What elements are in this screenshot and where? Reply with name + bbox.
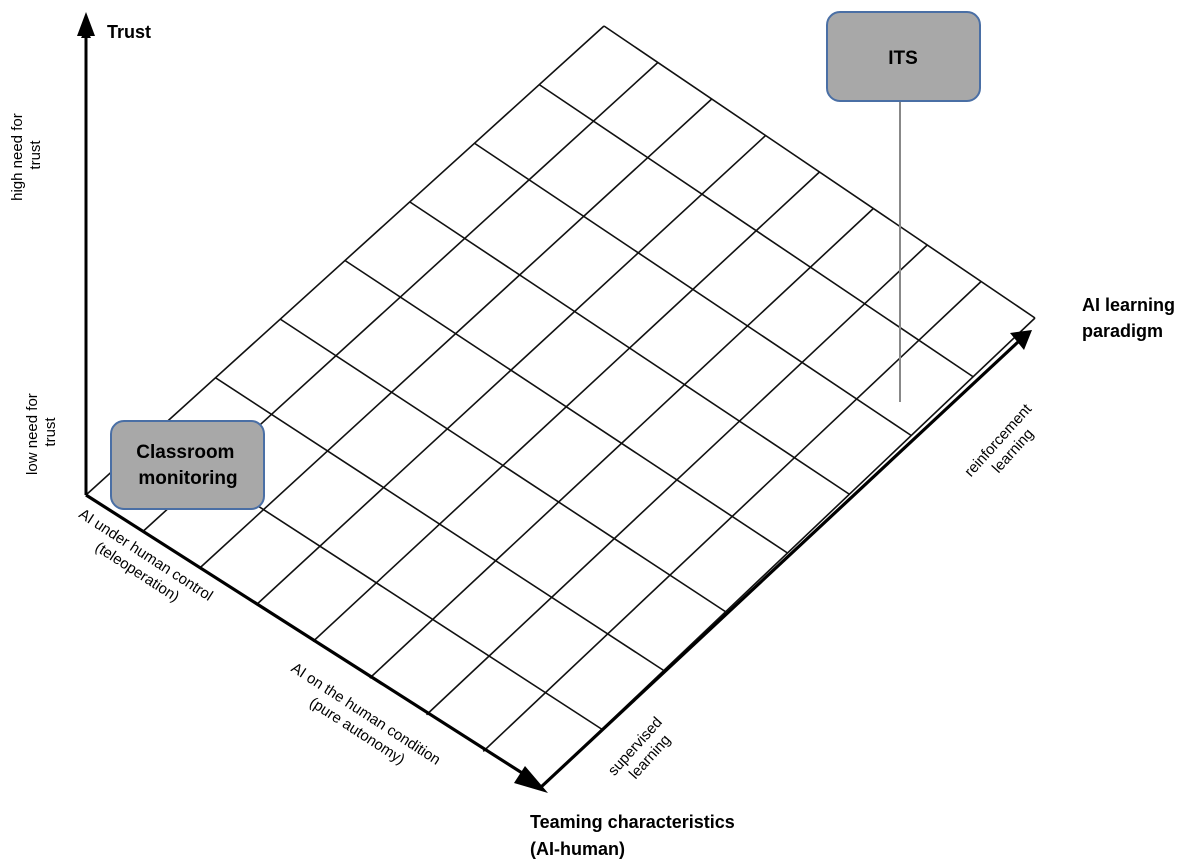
trust-high-label: high need for trust (9, 109, 44, 201)
supervised-learning-label: supervised learning (605, 711, 682, 791)
its-box (826, 11, 981, 102)
learning-axis-title: AI learning paradigm (1082, 295, 1180, 341)
its-label: ITS (888, 48, 918, 69)
classroom-monitoring-box (110, 420, 265, 510)
learning-axis-line (538, 340, 1020, 790)
grid-edge (85, 25, 605, 496)
grid-line-col (312, 171, 821, 643)
grid-plane (85, 25, 1036, 789)
trust-low-label: low need for trust (24, 389, 59, 475)
grid-line-col (425, 244, 928, 716)
grid-line-col (369, 207, 874, 679)
trust-axis-title: Trust (107, 22, 151, 42)
trust-axis-arrowhead (77, 12, 95, 36)
learning-axis-arrowhead (1010, 330, 1032, 350)
grid-line-col (482, 280, 982, 752)
grid-line-col (255, 134, 767, 606)
classroom-monitoring-label: Classroom monitoring (136, 442, 239, 489)
teaming-axis-title: Teaming characteristics (AI-human) (530, 812, 740, 859)
ai-pure-autonomy-label: AI on the human condition (pure autonomy… (278, 659, 447, 786)
teaming-axis-arrowhead (514, 766, 548, 793)
reinforcement-learning-label: reinforcement learning (961, 398, 1051, 493)
grid-line-col (198, 98, 713, 569)
teaming-axis-line (85, 493, 531, 780)
